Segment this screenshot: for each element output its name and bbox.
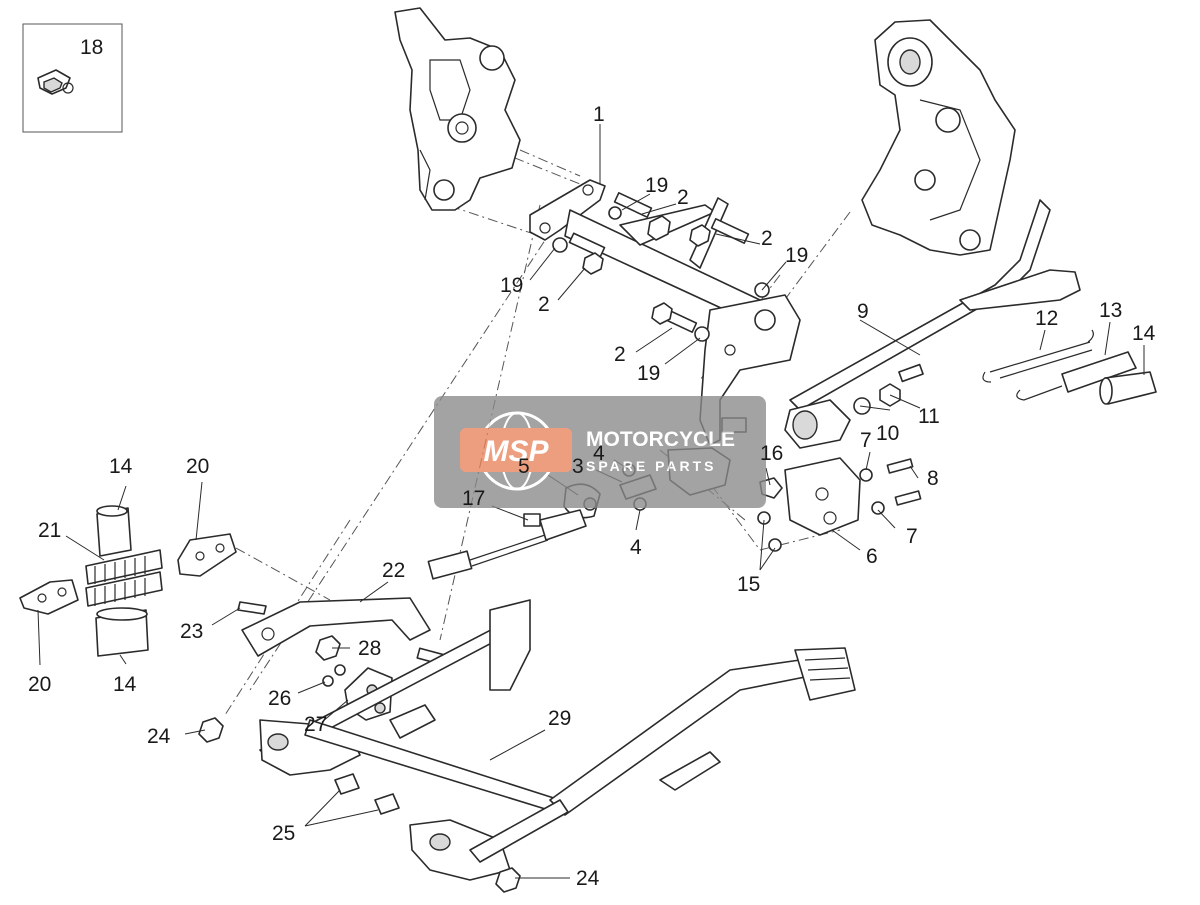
callout-27: 27 bbox=[304, 713, 327, 736]
bolt-set-upper bbox=[552, 192, 770, 342]
callout-12: 12 bbox=[1035, 307, 1058, 330]
part-29-center-stand bbox=[259, 599, 856, 893]
watermark-logo-box bbox=[460, 428, 572, 472]
callout-3: 3 bbox=[572, 455, 584, 478]
callout-14: 14 bbox=[113, 673, 137, 696]
part-9-side-stand bbox=[784, 199, 1081, 449]
callout-9: 9 bbox=[857, 300, 869, 323]
callout-17: 17 bbox=[462, 487, 485, 510]
callout-28: 28 bbox=[358, 637, 381, 660]
callout-20: 20 bbox=[28, 673, 51, 696]
callout-15: 15 bbox=[737, 573, 760, 596]
callout-1: 1 bbox=[593, 103, 605, 126]
watermark-line-1: MOTORCYCLE bbox=[586, 428, 735, 451]
callout-19: 19 bbox=[637, 362, 660, 385]
callout-13: 13 bbox=[1099, 299, 1122, 322]
callout-21: 21 bbox=[38, 519, 61, 542]
part-17-wiring bbox=[427, 509, 587, 580]
callout-20: 20 bbox=[186, 455, 209, 478]
callout-labels: 18 1 19 2 2 19 19 2 2 19 9 12 13 14 11 1… bbox=[28, 36, 1156, 890]
callout-4: 4 bbox=[630, 536, 642, 559]
callout-24: 24 bbox=[147, 725, 171, 748]
callout-11: 11 bbox=[918, 405, 940, 428]
callout-5: 5 bbox=[518, 455, 530, 478]
callout-10: 10 bbox=[876, 422, 899, 445]
callout-7: 7 bbox=[906, 525, 918, 548]
watermark-line-2: SPARE PARTS bbox=[586, 458, 717, 474]
part-18-clip-icon bbox=[37, 69, 74, 95]
callout-19: 19 bbox=[500, 274, 523, 297]
callout-2: 2 bbox=[677, 186, 689, 209]
watermark-logo-text: MSP bbox=[483, 435, 549, 468]
callout-25: 25 bbox=[272, 822, 295, 845]
callout-29: 29 bbox=[548, 707, 571, 730]
callout-22: 22 bbox=[382, 559, 405, 582]
callout-24: 24 bbox=[576, 867, 600, 890]
callout-6: 6 bbox=[866, 545, 878, 568]
frame-casting-right bbox=[861, 19, 1016, 256]
callout-2: 2 bbox=[538, 293, 550, 316]
springs-left bbox=[19, 505, 237, 657]
callout-16: 16 bbox=[760, 442, 783, 465]
callout-18: 18 bbox=[80, 36, 103, 59]
callout-2: 2 bbox=[761, 227, 773, 250]
callout-2: 2 bbox=[614, 343, 626, 366]
callout-19: 19 bbox=[645, 174, 668, 197]
callout-26: 26 bbox=[268, 687, 291, 710]
callout-19: 19 bbox=[785, 244, 808, 267]
callout-7: 7 bbox=[860, 429, 872, 452]
frame-casting-left bbox=[394, 7, 521, 211]
watermark: MSP MOTORCYCLE SPARE PARTS bbox=[434, 396, 766, 508]
callout-14: 14 bbox=[109, 455, 133, 478]
callout-4: 4 bbox=[593, 442, 605, 465]
springs-right bbox=[982, 329, 1157, 405]
watermark-background bbox=[434, 396, 766, 508]
callout-23: 23 bbox=[180, 620, 203, 643]
callout-8: 8 bbox=[927, 467, 939, 490]
callout-14: 14 bbox=[1132, 322, 1156, 345]
